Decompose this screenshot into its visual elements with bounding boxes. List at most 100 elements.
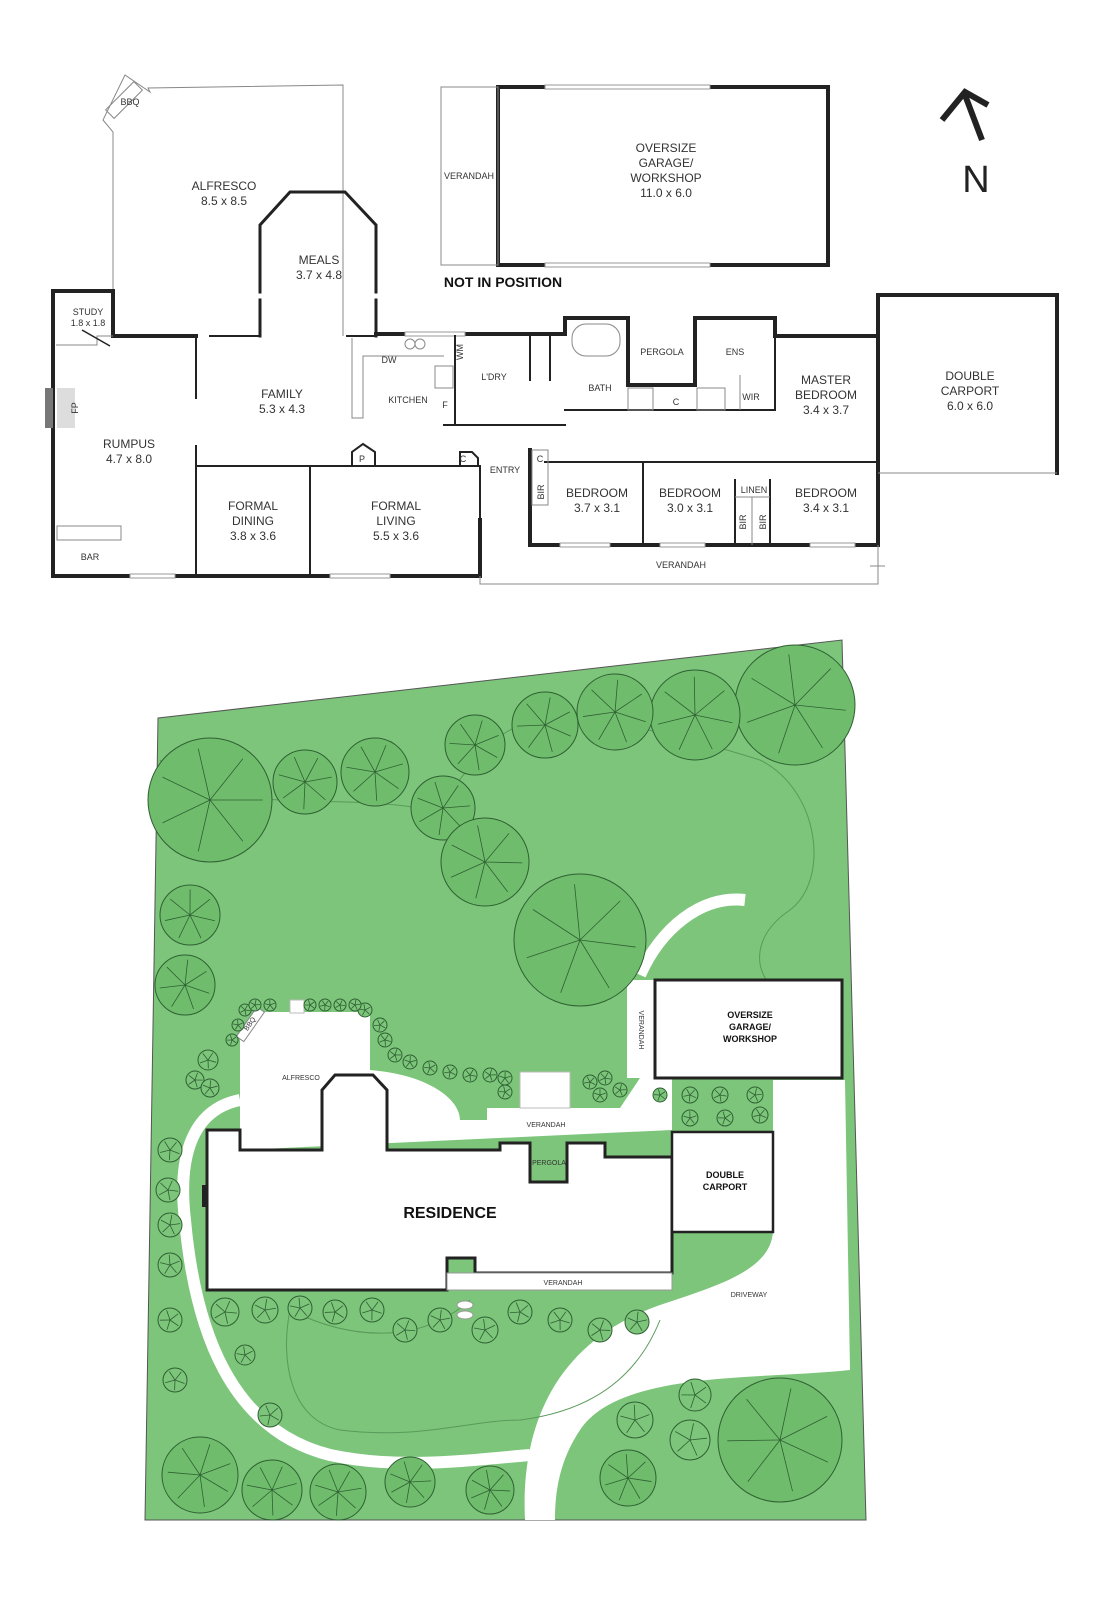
window	[544, 84, 711, 90]
bir-label-3: BIR	[758, 514, 768, 530]
master-label-2: BEDROOM	[795, 388, 857, 402]
laundry-label: L'DRY	[481, 372, 507, 382]
cooktop	[434, 365, 454, 389]
tree-icon	[746, 1086, 764, 1104]
tree-icon	[157, 1307, 183, 1333]
master-size: 3.4 x 3.7	[803, 403, 849, 417]
formal-living-label-2: LIVING	[376, 514, 415, 528]
bedroom3-size: 3.4 x 3.1	[803, 501, 849, 515]
tree-icon	[238, 1003, 252, 1017]
tree-icon	[462, 1067, 478, 1083]
tree-icon	[185, 1070, 205, 1090]
carport-wall	[876, 293, 1059, 475]
carport-label: DOUBLE	[945, 369, 994, 383]
site-garage-label-2: GARAGE/	[729, 1022, 772, 1032]
tree-icon	[576, 673, 654, 751]
site-alfresco-label: ALFRESCO	[282, 1075, 320, 1082]
residence-label: RESIDENCE	[403, 1205, 497, 1222]
tree-icon	[147, 737, 273, 863]
tree-icon	[157, 1252, 183, 1278]
study-wall	[56, 335, 113, 346]
tree-icon	[442, 1064, 458, 1080]
rumpus-label: RUMPUS	[103, 437, 155, 451]
tree-icon	[716, 1109, 734, 1127]
bath-label: BATH	[588, 383, 611, 393]
meals-bay-wall	[258, 190, 378, 294]
fp-label: FP	[70, 402, 80, 414]
tree-icon	[597, 1070, 613, 1086]
alfresco-label: ALFRESCO	[192, 179, 257, 193]
trees	[147, 644, 856, 1521]
verandah-label: VERANDAH	[656, 560, 706, 570]
tree-icon	[678, 1378, 712, 1412]
bbq-unit	[235, 1006, 266, 1043]
tree-icon	[482, 1067, 498, 1083]
north-label: N	[962, 159, 989, 201]
shower-ens	[696, 387, 726, 411]
tree-icon	[384, 1456, 436, 1508]
verandah-outline	[479, 545, 879, 585]
garage-size: 11.0 x 6.0	[640, 186, 692, 200]
fridge-label: F	[442, 400, 448, 410]
tree-icon	[669, 1419, 711, 1461]
pantry-label: P	[359, 454, 365, 464]
north-arrow-icon	[939, 88, 990, 142]
tree-icon	[248, 998, 262, 1012]
site-carport-label-2: CARPORT	[703, 1182, 748, 1192]
cupboard-label-3: C	[537, 454, 544, 464]
meals-label: MEALS	[299, 253, 340, 267]
cupboard-label-2: C	[673, 397, 680, 407]
formal-dining-size: 3.8 x 3.6	[230, 529, 276, 543]
window	[559, 542, 611, 548]
entry-label: ENTRY	[490, 465, 520, 475]
tree-icon	[410, 775, 476, 841]
family-label: FAMILY	[261, 387, 303, 401]
tree-icon	[309, 1463, 367, 1521]
tree-icon	[734, 644, 856, 766]
rumpus-size: 4.7 x 8.0	[106, 452, 152, 466]
chimney	[202, 1185, 207, 1207]
kitchen-label: KITCHEN	[388, 395, 428, 405]
driveway	[524, 1080, 850, 1520]
formal-living-label: FORMAL	[371, 499, 421, 513]
tree-icon	[387, 1047, 403, 1063]
tree-icon	[465, 1465, 515, 1515]
study-label: STUDY	[73, 307, 104, 317]
alfresco-outline	[102, 74, 344, 336]
steps	[519, 1071, 571, 1109]
tree-icon	[711, 1086, 729, 1104]
tree-icon	[154, 954, 216, 1016]
tree-icon	[161, 1436, 239, 1514]
tree-icon	[652, 1087, 668, 1103]
residence-outline	[205, 1073, 674, 1292]
window	[329, 573, 391, 579]
tree-icon	[427, 1307, 453, 1333]
shower	[627, 387, 654, 411]
garage-verandah-label: VERANDAH	[444, 171, 494, 181]
wir-label: WIR	[742, 392, 760, 402]
tree-icon	[340, 737, 410, 807]
tree-icon	[162, 1367, 188, 1393]
tree-icon	[159, 884, 221, 946]
tree-icon	[263, 998, 277, 1012]
site-plan: RESIDENCE ALFRESCO BBQ PERGOLA VERANDAH …	[144, 639, 867, 1521]
formal-dining-label-2: DINING	[232, 514, 274, 528]
garage-outline	[653, 978, 844, 1080]
tree-icon	[392, 1317, 418, 1343]
bedroom2-size: 3.0 x 3.1	[667, 501, 713, 515]
site-garage-label-3: WORKSHOP	[723, 1034, 777, 1044]
tree-icon	[649, 669, 741, 761]
site-verandah-front: VERANDAH	[544, 1280, 583, 1287]
fireplace	[57, 388, 75, 428]
tree-icon	[444, 714, 506, 776]
garden-path	[634, 893, 746, 978]
tree-icon	[359, 1297, 385, 1323]
tree-icon	[225, 1033, 239, 1047]
tree-icon	[257, 1402, 283, 1428]
bbq-label: BBQ	[120, 97, 139, 107]
entry-cupboard	[459, 451, 479, 467]
cupboard-label: C	[460, 454, 467, 464]
formal-dining-label: FORMAL	[228, 499, 278, 513]
master-label: MASTER	[801, 373, 851, 387]
site-verandah-rear: VERANDAH	[527, 1122, 566, 1129]
